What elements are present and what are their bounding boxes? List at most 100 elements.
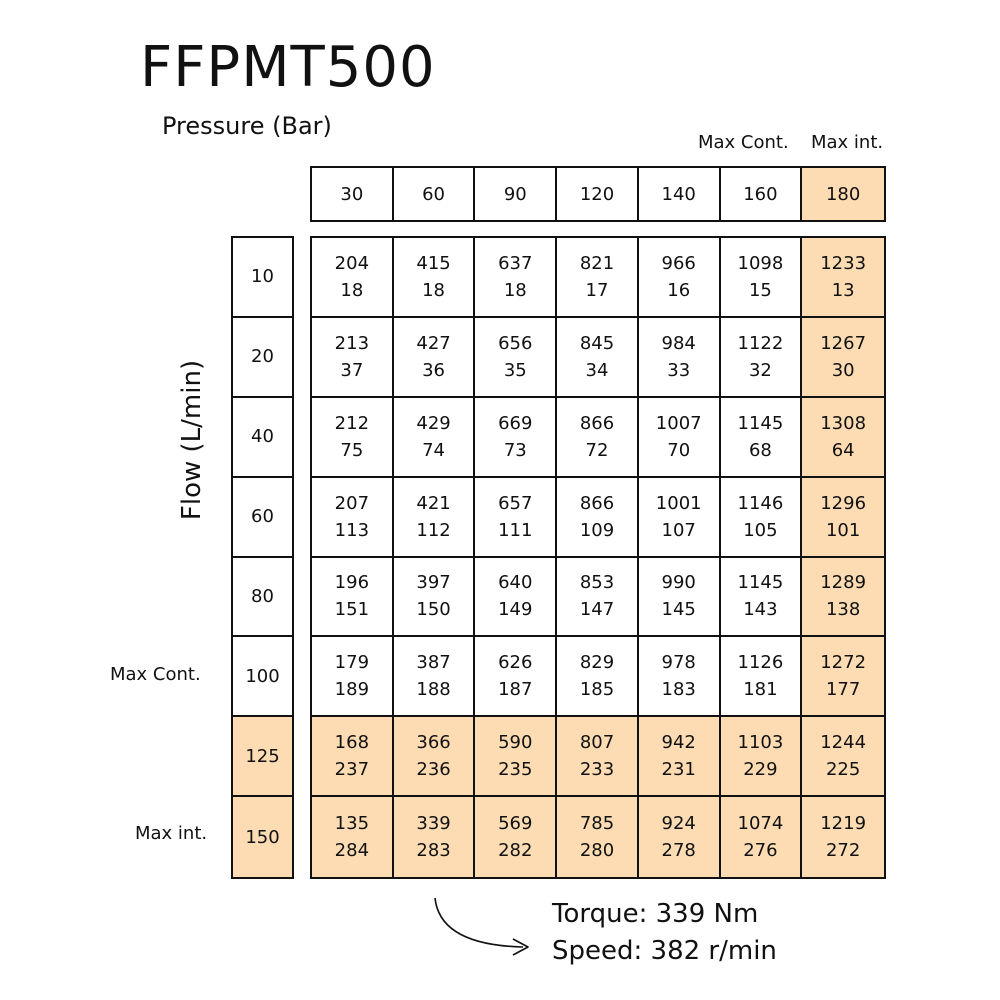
torque-value: 829 — [579, 652, 615, 674]
speed-value: 64 — [831, 439, 855, 461]
max-int-pressure-label: Max int. — [811, 132, 884, 153]
torque-value: 640 — [498, 572, 533, 594]
torque-value: 866 — [579, 492, 615, 514]
speed-value: 101 — [825, 519, 861, 541]
torque-value: 387 — [416, 652, 451, 674]
speed-value: 150 — [416, 599, 451, 621]
torque-value: 207 — [334, 492, 370, 514]
flow-header-cell: 10 — [233, 238, 292, 318]
speed-value: 189 — [334, 679, 370, 701]
speed-value: 177 — [825, 679, 861, 701]
table-cell: 1296 101 — [802, 477, 884, 558]
pressure-header-cell: 30 — [312, 168, 394, 220]
torque-value: 196 — [334, 572, 370, 594]
speed-value: 149 — [498, 599, 533, 621]
speed-value: 225 — [825, 759, 861, 781]
torque-value: 1296 — [820, 492, 867, 514]
flow-header-cell: 100 — [233, 637, 292, 718]
speed-value: 151 — [334, 599, 370, 621]
torque-value: 135 — [334, 813, 370, 835]
torque-value: 656 — [498, 332, 533, 354]
flow-header-cell: 20 — [233, 317, 292, 398]
speed-value: 147 — [579, 599, 615, 621]
speed-value: 187 — [498, 679, 533, 701]
torque-value: 204 — [334, 252, 370, 274]
speed-value: 74 — [422, 439, 446, 461]
torque-value: 978 — [661, 652, 696, 674]
speed-value: 231 — [661, 759, 696, 781]
torque-value: 990 — [661, 572, 696, 594]
max-int-flow-label: Max int. — [135, 823, 208, 844]
speed-value: 233 — [579, 759, 615, 781]
torque-value: 637 — [498, 252, 533, 274]
speed-value: 235 — [498, 759, 533, 781]
torque-value: 421 — [416, 492, 451, 514]
flow-header-cell: 80 — [233, 557, 292, 638]
torque-value: 427 — [416, 332, 451, 354]
speed-value: 75 — [340, 439, 364, 461]
curved-arrow-icon — [434, 897, 529, 956]
torque-value: 1122 — [737, 332, 784, 354]
torque-value: 1145 — [737, 572, 784, 594]
table-cell: 1272 177 — [802, 637, 884, 718]
max-cont-flow-label: Max Cont. — [110, 664, 201, 685]
torque-value: 212 — [334, 412, 370, 434]
speed-value: 278 — [661, 840, 696, 862]
pressure-header-cell: 90 — [475, 168, 558, 220]
pressure-header-cell: 140 — [638, 168, 721, 220]
speed-value: 16 — [667, 279, 691, 301]
max-cont-pressure-label: Max Cont. — [698, 132, 789, 153]
torque-value: 1126 — [737, 652, 784, 674]
torque-value: 853 — [579, 572, 615, 594]
torque-value: 569 — [498, 813, 533, 835]
torque-value: 942 — [661, 732, 696, 754]
speed-value: 183 — [661, 679, 696, 701]
speed-value: 15 — [748, 279, 772, 301]
speed-value: 35 — [503, 359, 527, 381]
torque-value: 866 — [579, 412, 615, 434]
speed-value: 113 — [334, 519, 370, 541]
flow-header-cell: 60 — [233, 477, 292, 558]
speed-value: 73 — [503, 439, 527, 461]
speed-value: 17 — [585, 279, 609, 301]
pressure-header-cell: 180 — [802, 168, 884, 220]
torque-value: 415 — [416, 252, 451, 274]
speed-value: 272 — [825, 840, 861, 862]
pressure-header-cell: 60 — [393, 168, 476, 220]
torque-value: 1098 — [737, 252, 784, 274]
torque-value: 397 — [416, 572, 451, 594]
speed-value: 145 — [661, 599, 696, 621]
torque-value: 1272 — [820, 652, 867, 674]
torque-value: 1146 — [737, 492, 784, 514]
speed-value: 32 — [748, 359, 772, 381]
